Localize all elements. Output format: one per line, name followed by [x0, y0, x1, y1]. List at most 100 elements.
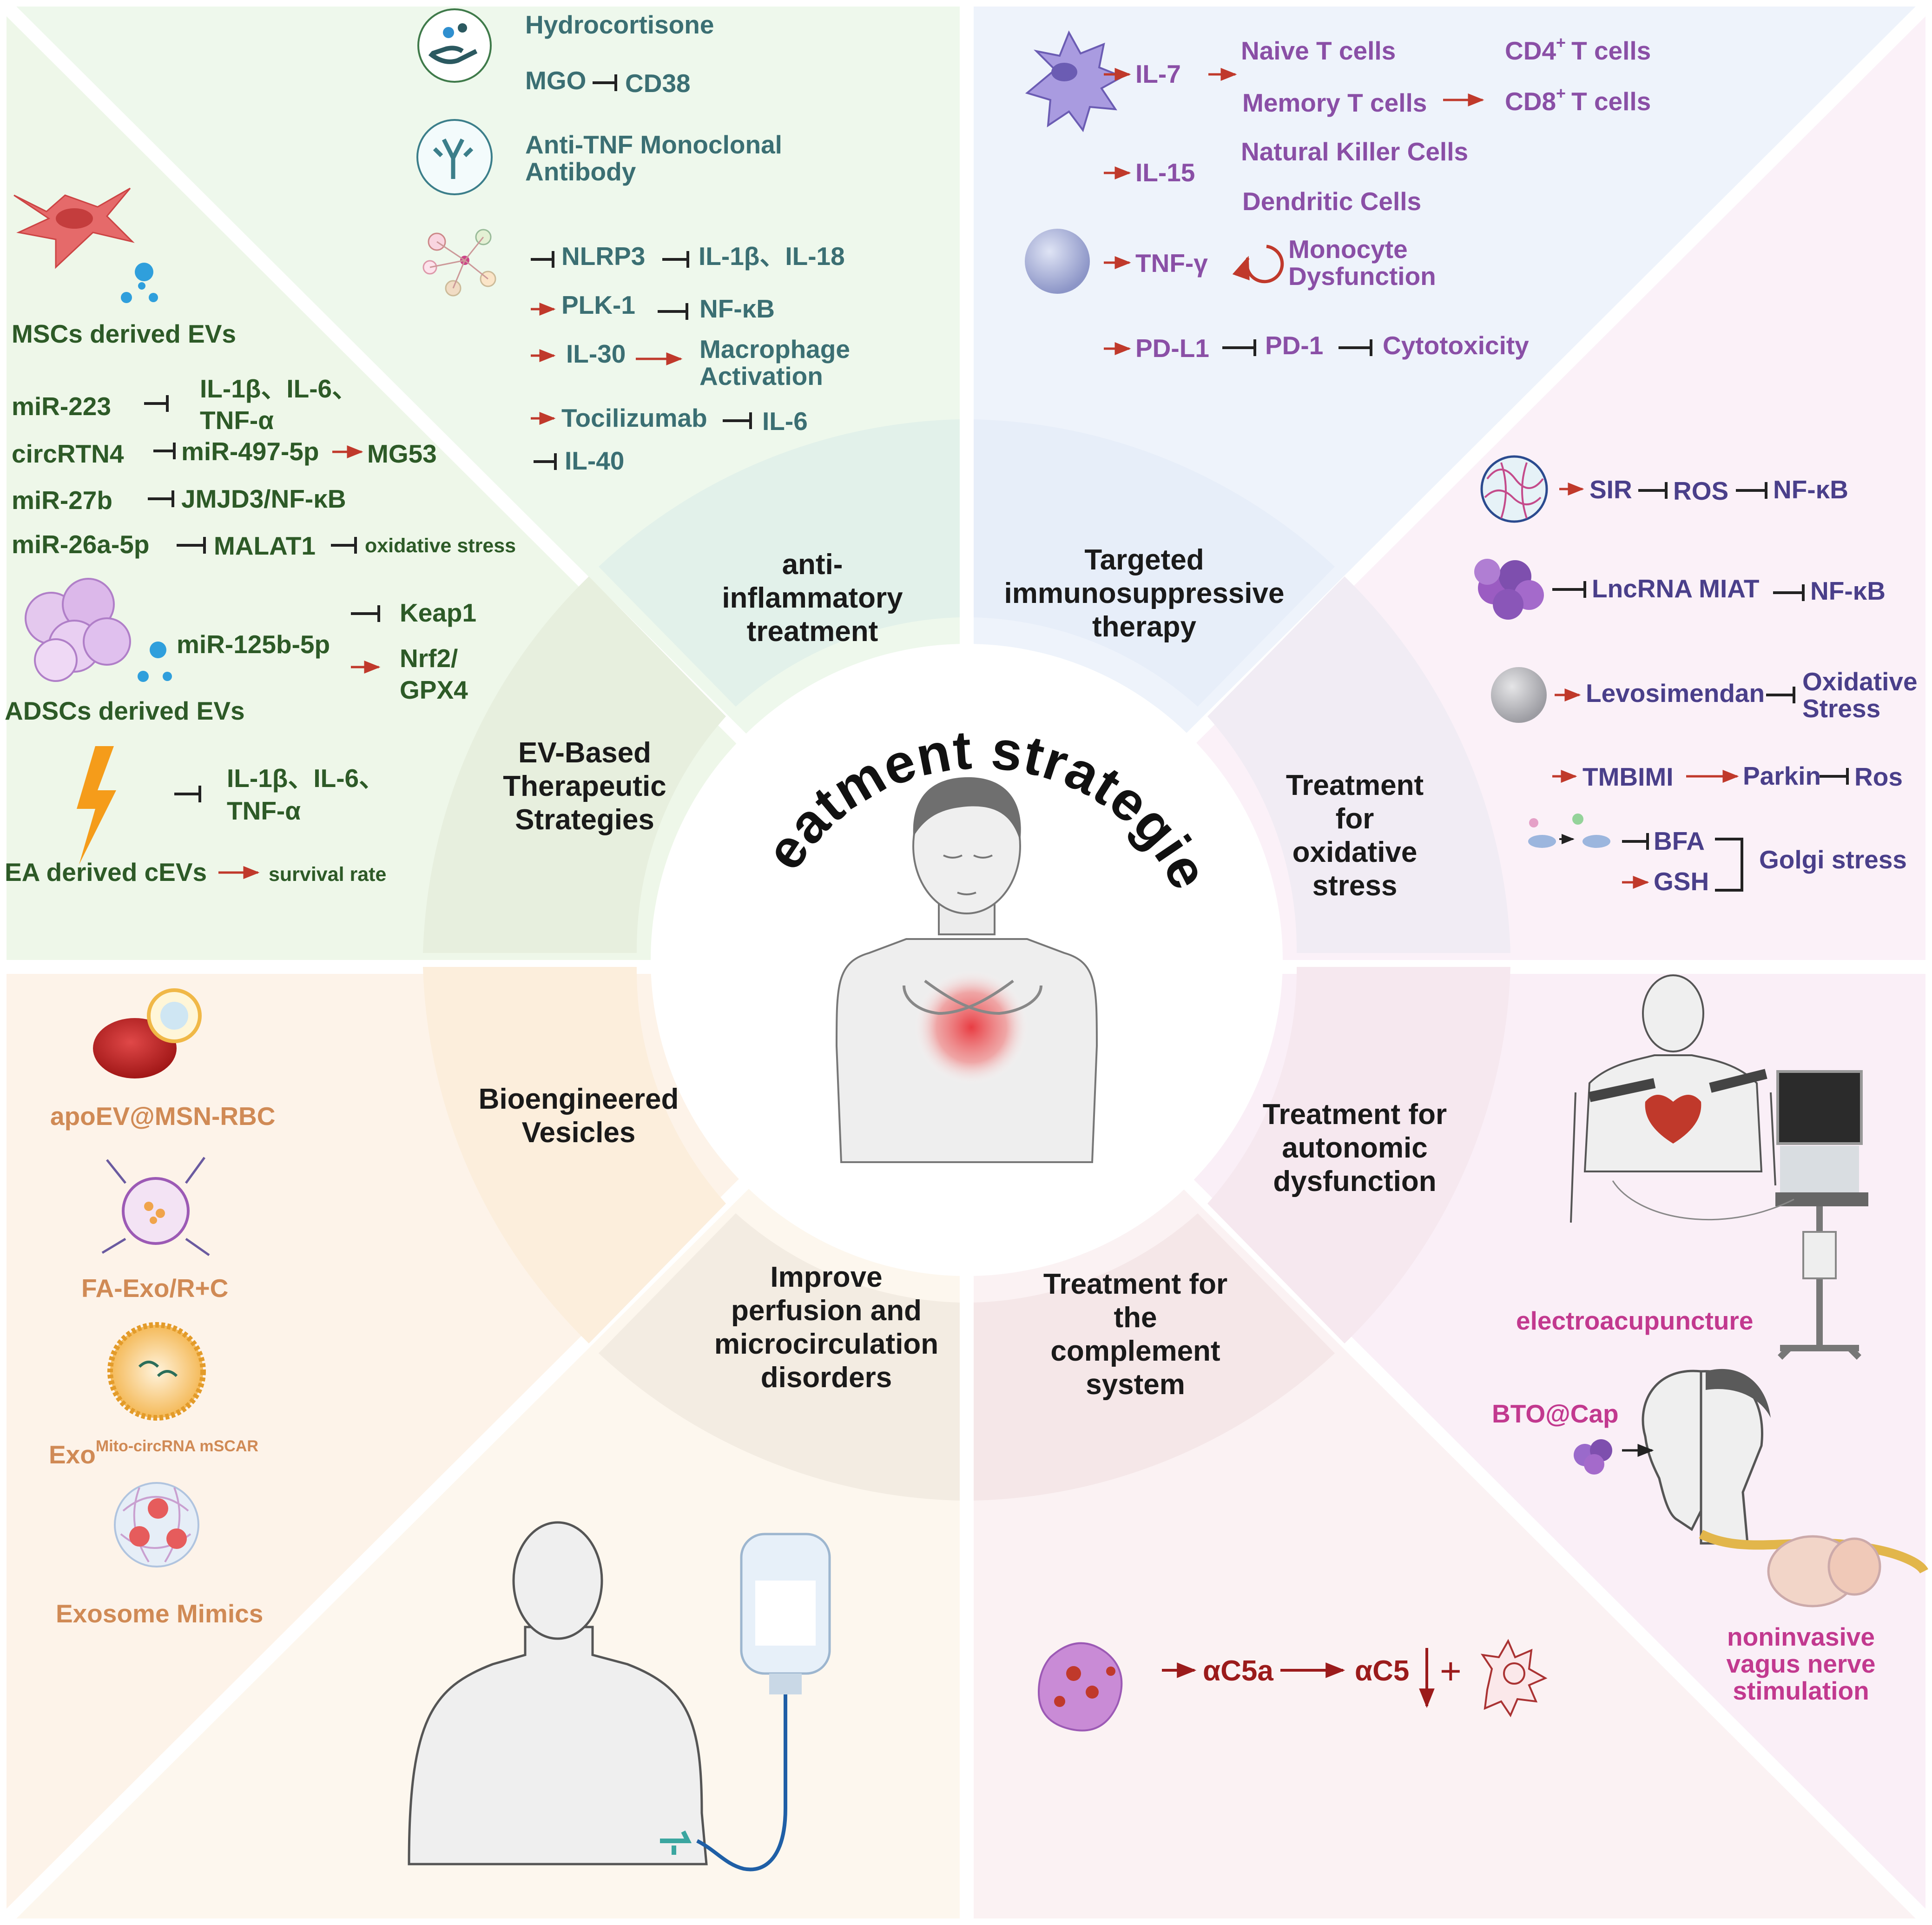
plus-text: +: [1440, 1650, 1462, 1692]
pdl1-text: PD-L1: [1135, 334, 1209, 363]
tnf-gamma-text: TNF-γ: [1135, 249, 1208, 278]
memory-t-text: Memory T cells: [1242, 88, 1427, 117]
complement-arrows: [1162, 1648, 1435, 1708]
faexo-text: FA-Exo/R+C: [81, 1274, 228, 1303]
cd8-t-text: CD8+T cells: [1505, 84, 1651, 116]
heart-glow: [913, 969, 1029, 1085]
nfkb-ox-text: NF-κB: [1773, 475, 1848, 504]
golgi-icon: [1528, 814, 1610, 848]
patient-head: [512, 1521, 603, 1640]
mir223-targets-text: IL-1β、IL-6、TNF-α: [200, 374, 357, 435]
mimics-text: Exosome Mimics: [56, 1599, 263, 1628]
tmbimi-text: TMBIMI: [1583, 762, 1674, 791]
ev-activations: [218, 445, 381, 879]
tocilizumab-text: Tocilizumab: [561, 404, 707, 432]
levosimendan-text: Levosimendan: [1586, 679, 1765, 708]
pd1-text: PD-1: [1265, 331, 1323, 360]
activated-cell-icon: [1037, 1642, 1123, 1732]
immunosuppressive-panel: IL-7 Naive T cells Memory T cells CD4+T …: [1025, 30, 1651, 363]
segment-oxidative[interactable]: [1207, 576, 1510, 953]
cd4-t-text: CD4+T cells: [1505, 33, 1651, 65]
iv-tube: [696, 1694, 787, 1872]
nlrp3-text: NLRP3: [561, 242, 645, 271]
il30-text: IL-30: [566, 339, 626, 368]
mg53-text: MG53: [367, 439, 437, 468]
center-person-illustration: [835, 777, 1098, 1163]
nanoparticle-icon: [1480, 455, 1548, 523]
bto-text: BTO@Cap: [1492, 1399, 1619, 1428]
nrf2-text: Nrf2/GPX4: [400, 644, 468, 704]
malat1-text: MALAT1: [214, 531, 316, 560]
ev-based-panel: MSCs derived EVs miR-223 IL-1β、IL-6、TNF-…: [5, 187, 516, 886]
segment-immunosuppressive[interactable]: [974, 419, 1335, 707]
ea-text: EA derived cEVs: [5, 858, 207, 886]
oxidative-activations: [1552, 483, 1739, 889]
complement-panel: αC5a αC5 +: [1037, 1639, 1548, 1732]
mir223-text: miR-223: [12, 392, 111, 421]
segment-perfusion[interactable]: [599, 1213, 960, 1501]
bfa-text: BFA: [1654, 827, 1705, 855]
mscs-text: MSCs derived EVs: [12, 319, 236, 348]
hydrocortisone-hand-icon: [417, 8, 492, 83]
jmjd3-text: JMJD3/NF-κB: [181, 484, 346, 513]
segment-complement[interactable]: [974, 1213, 1335, 1501]
il15-text: IL-15: [1135, 158, 1195, 187]
electroacupuncture-text: electroacupuncture: [1516, 1306, 1753, 1335]
ea-targets-text: IL-1β、IL-6、TNF-α: [227, 764, 384, 825]
segment-bioengineered[interactable]: [423, 967, 726, 1343]
circrtn4-text: circRTN4: [12, 439, 124, 468]
grey-sphere-icon: [1491, 667, 1547, 723]
vesicle-cluster-icon: [1474, 559, 1544, 620]
cytotoxicity-text: Cytotoxicity: [1383, 331, 1529, 360]
dendritic-cell-icon: [1025, 30, 1125, 132]
crossed-hands: [903, 979, 1042, 1015]
il1b-il18-text: IL-1β、IL-18: [699, 242, 845, 271]
nk-cells-text: Natural Killer Cells: [1241, 137, 1468, 166]
perfusion-panel: [408, 1521, 831, 1872]
patient-body: [408, 1626, 708, 1865]
fa-exo-icon: [101, 1157, 210, 1257]
sphere-icon[interactable]: [1025, 229, 1090, 294]
adsc-cluster-icon: [25, 578, 172, 682]
segment-ev-based[interactable]: [423, 576, 726, 953]
bioengineered-panel: apoEV@MSN-RBC FA-Exo/R+C ExoMito-circRNA…: [49, 988, 275, 1628]
segment-autonomic[interactable]: [1207, 967, 1510, 1343]
anti-inflammatory-inhibitions: [531, 74, 752, 470]
network-icon: [422, 229, 496, 297]
ros2-text: Ros: [1854, 762, 1903, 791]
resting-cell-icon: [1480, 1639, 1548, 1718]
il6-text: IL-6: [762, 407, 808, 436]
gsh-text: GSH: [1654, 867, 1709, 896]
exo-text: ExoMito-circRNA mSCAR: [49, 1437, 258, 1469]
parkin-text: Parkin: [1743, 761, 1821, 790]
mgo-text: MGO: [525, 66, 586, 95]
immuno-inhibitions: [1222, 339, 1372, 356]
hydrocortisone-text: Hydrocortisone: [525, 10, 714, 39]
anti-inflammatory-panel: Hydrocortisone MGO CD38 Anti-TNF Monoclo…: [416, 8, 850, 475]
mir27b-text: miR-27b: [12, 486, 112, 515]
plk1-text: PLK-1: [561, 291, 635, 319]
person-hair: [913, 777, 1021, 841]
segment-anti-inflammatory[interactable]: [599, 419, 960, 707]
lncrna-text: LncRNA MIAT: [1592, 574, 1760, 603]
oxidative-panel: SIR ROS NF-κB LncRNA MIAT NF-κB Levosime…: [1474, 455, 1918, 896]
mir125b-text: miR-125b-5p: [177, 630, 330, 659]
apoev-text: apoEV@MSN-RBC: [50, 1102, 275, 1131]
il40-text: IL-40: [565, 446, 624, 475]
exosome-mimic-icon: [114, 1482, 199, 1568]
sir-text: SIR: [1589, 475, 1632, 504]
golgi-text: Golgi stress: [1759, 845, 1907, 874]
exo-mito-icon: [107, 1322, 206, 1421]
